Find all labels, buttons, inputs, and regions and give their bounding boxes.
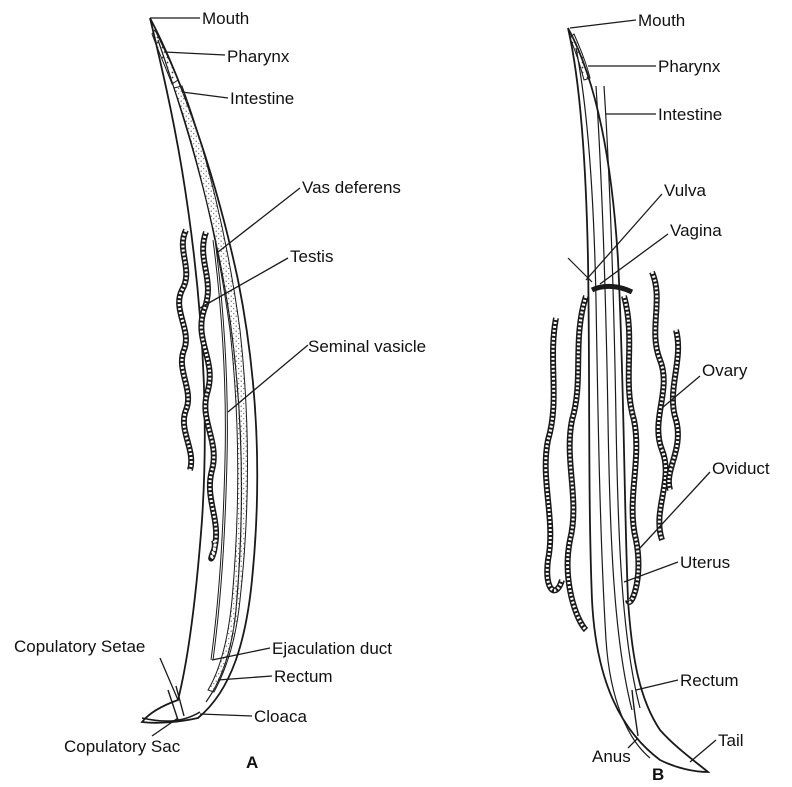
label-female-ovary: Ovary xyxy=(702,361,748,380)
leader-female-rectum xyxy=(636,680,678,690)
leader-female-uterus xyxy=(624,562,678,582)
leader-male-intestine xyxy=(182,92,228,98)
label-male-testis: Testis xyxy=(290,247,333,266)
leader-male-pharynx xyxy=(164,52,225,55)
leader-female-ovary xyxy=(662,376,700,408)
label-female-pharynx: Pharynx xyxy=(658,57,721,76)
label-female-oviduct: Oviduct xyxy=(712,459,770,478)
label-male-copulatory-sac: Copulatory Sac xyxy=(64,737,181,756)
label-male-pharynx: Pharynx xyxy=(227,47,290,66)
label-female-anus: Anus xyxy=(592,747,631,766)
leader-female-tail xyxy=(690,740,716,762)
panel-letter-b: B xyxy=(652,765,664,784)
male-worm-figure xyxy=(142,18,257,723)
label-female-tail: Tail xyxy=(718,731,744,750)
label-male-ejaculation-duct: Ejaculation duct xyxy=(272,639,392,658)
label-female-mouth: Mouth xyxy=(638,11,685,30)
label-male-intestine: Intestine xyxy=(230,89,294,108)
female-worm-figure xyxy=(546,28,708,772)
label-female-intestine: Intestine xyxy=(658,105,722,124)
label-female-rectum: Rectum xyxy=(680,671,739,690)
leader-female-oviduct xyxy=(640,472,710,548)
label-male-vas-deferens: Vas deferens xyxy=(302,178,401,197)
leader-male-vas-deferens xyxy=(218,188,300,252)
female-body-outline xyxy=(568,28,708,772)
label-male-seminal-vesicle: Seminal vasicle xyxy=(308,337,426,356)
panel-letter-a: A xyxy=(246,753,258,772)
label-male-cloaca: Cloaca xyxy=(254,707,307,726)
label-male-mouth: Mouth xyxy=(202,9,249,28)
label-male-rectum: Rectum xyxy=(274,667,333,686)
label-male-copulatory-setae: Copulatory Setae xyxy=(14,637,145,656)
leader-female-mouth xyxy=(570,20,636,28)
label-female-vulva: Vulva xyxy=(664,181,706,200)
leader-male-cloaca xyxy=(200,714,252,716)
label-female-vagina: Vagina xyxy=(670,221,722,240)
label-female-uterus: Uterus xyxy=(680,553,730,572)
